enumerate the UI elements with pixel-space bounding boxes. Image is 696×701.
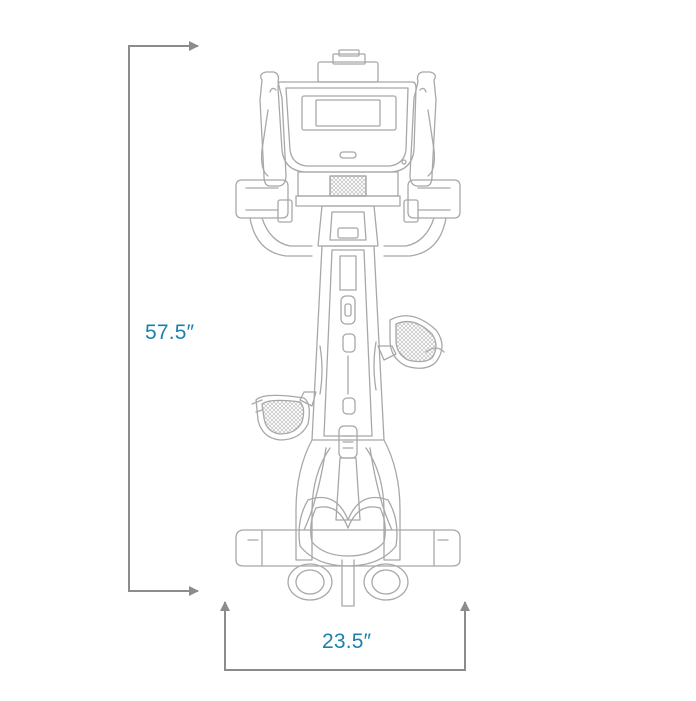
console-neck-icon — [295, 171, 401, 247]
height-dimension-bracket — [128, 41, 199, 596]
feet-wheels-icon — [287, 559, 409, 607]
side-handlebars-icon — [235, 179, 461, 257]
frame-legs-icon — [295, 439, 401, 567]
upper-handlebars-icon — [259, 71, 437, 187]
mast-icon — [311, 245, 385, 459]
width-dimension-label: 23.5″ — [322, 630, 372, 653]
base-stabilizer-icon — [235, 529, 461, 567]
left-pedal-icon — [251, 345, 323, 441]
width-dimension-bracket — [220, 601, 470, 671]
exercise-bike-drawing — [235, 49, 461, 607]
height-dimension-label: 57.5″ — [145, 321, 195, 344]
console-icon — [277, 49, 417, 173]
right-pedal-icon — [373, 315, 445, 391]
